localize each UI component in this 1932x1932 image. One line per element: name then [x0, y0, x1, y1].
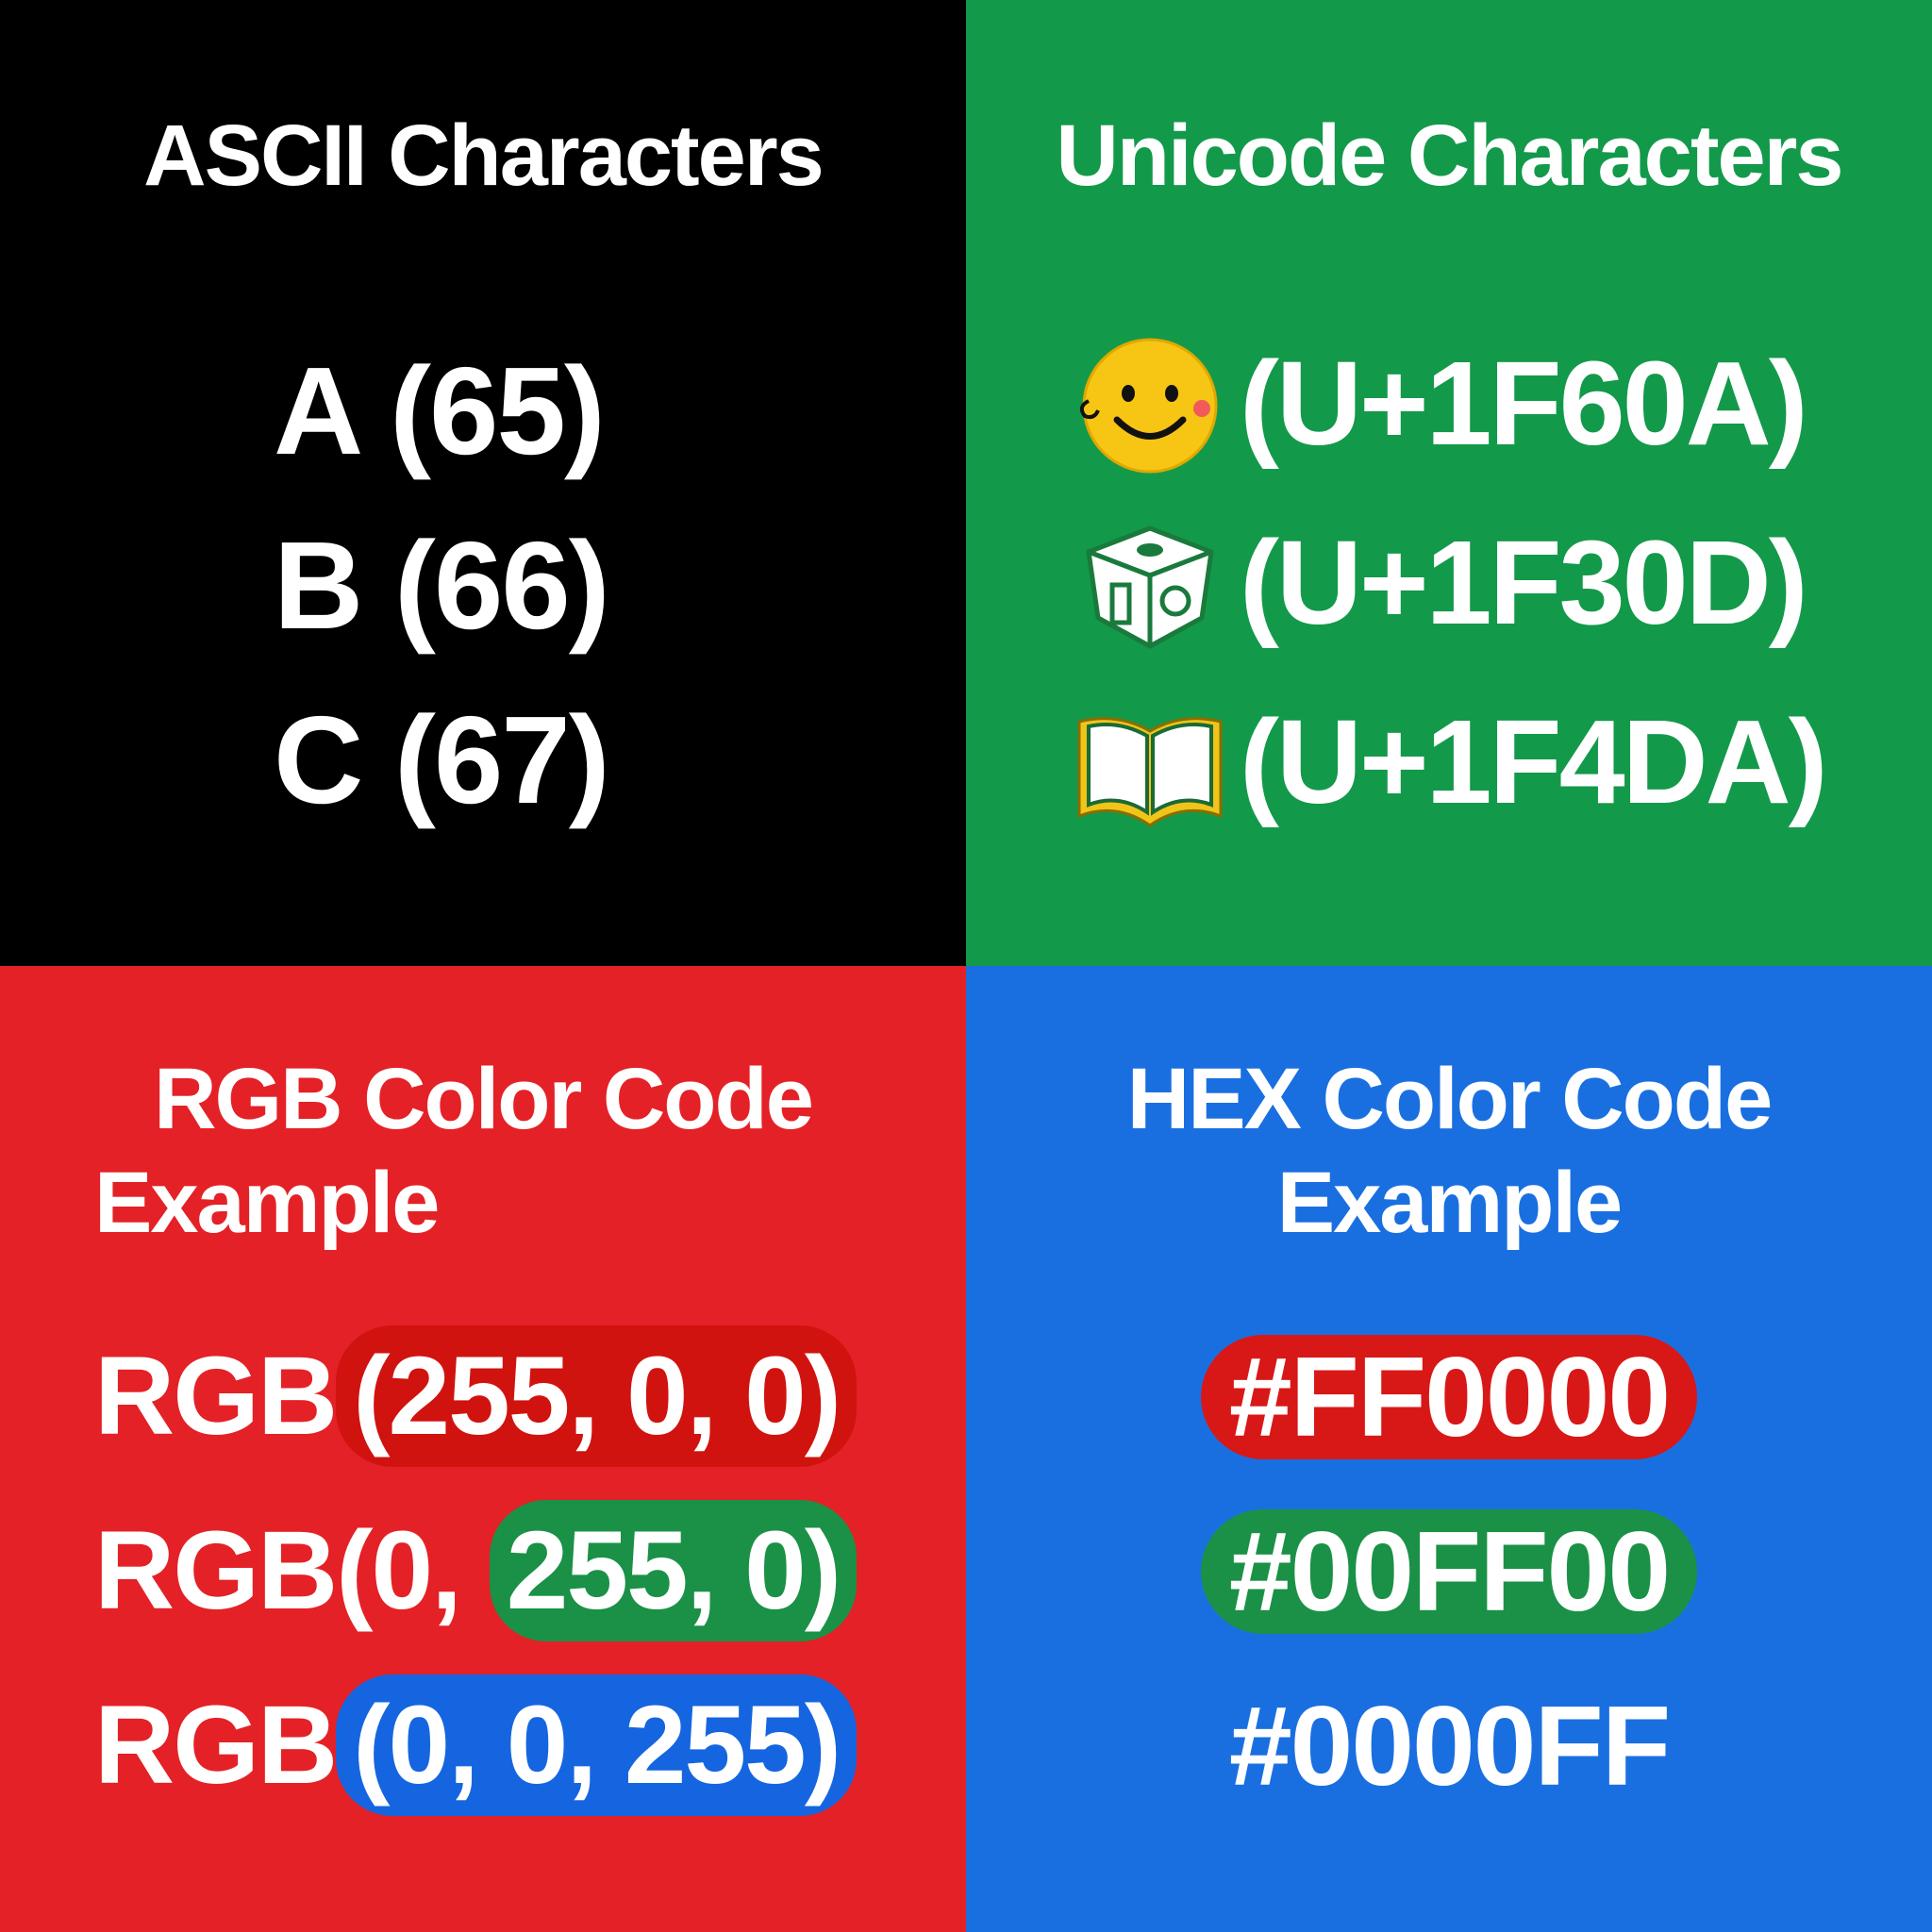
unicode-code-2: (U+1F30D) — [1240, 516, 1808, 649]
unicode-row-smile: (U+1F60A) — [966, 335, 1932, 476]
open-book-icon — [1077, 717, 1223, 827]
rgb-panel: RGB Color Code Example RGB(255, 0, 0) RG… — [0, 966, 966, 1932]
rgb-prefix-3: RGB — [94, 1683, 338, 1807]
rgb-title-line1: RGB Color Code — [154, 1051, 814, 1147]
rgb-title: RGB Color Code Example — [0, 1047, 966, 1256]
unicode-code-1: (U+1F60A) — [1240, 337, 1808, 470]
hex-code-red: #FF0000 — [1200, 1335, 1698, 1459]
hex-code-green: #00FF00 — [1200, 1509, 1698, 1634]
unicode-row-cube: (U+1F30D) — [966, 514, 1932, 656]
rgb-prefix-2: RGB(0, — [94, 1508, 490, 1633]
ascii-panel: ASCII Characters A (65) B (66) C (67) — [0, 0, 966, 966]
hex-code-blue: #0000FF — [1228, 1683, 1671, 1809]
rgb-title-line2: Example — [94, 1155, 440, 1252]
unicode-title: Unicode Characters — [1056, 108, 1843, 204]
rgb-highlight-red: (255, 0, 0) — [336, 1325, 858, 1467]
ascii-row-a: A (65) — [274, 341, 606, 480]
rgb-row-green: RGB(0, 255, 0) — [94, 1500, 858, 1641]
unicode-panel: Unicode Characters (U+1F60A) — [966, 0, 1932, 966]
hex-title-line1: HEX Color Code — [1126, 1051, 1773, 1147]
hex-title: HEX Color Code Example — [966, 1047, 1932, 1256]
ascii-row-b: B (66) — [274, 516, 610, 655]
smiling-face-icon — [1079, 338, 1218, 474]
hex-row-green: #00FF00 — [966, 1509, 1932, 1651]
ascii-row-c: C (67) — [274, 691, 610, 829]
rgb-row-blue: RGB(0, 0, 255) — [94, 1674, 858, 1816]
hex-panel: HEX Color Code Example #FF0000 #00FF00 #… — [966, 966, 1932, 1932]
ascii-title: ASCII Characters — [143, 108, 824, 204]
cube-box-icon — [1086, 525, 1214, 649]
unicode-code-3: (U+1F4DA) — [1240, 695, 1828, 828]
rgb-row-red: RGB(255, 0, 0) — [94, 1325, 858, 1467]
rgb-highlight-green: 255, 0) — [489, 1500, 858, 1641]
hex-row-red: #FF0000 — [966, 1335, 1932, 1476]
rgb-highlight-blue: (0, 0, 255) — [336, 1674, 858, 1816]
rgb-prefix-1: RGB — [94, 1334, 338, 1458]
hex-row-blue: #0000FF — [966, 1684, 1932, 1825]
hex-title-line2: Example — [1276, 1155, 1623, 1252]
unicode-row-book: (U+1F4DA) — [966, 693, 1932, 835]
